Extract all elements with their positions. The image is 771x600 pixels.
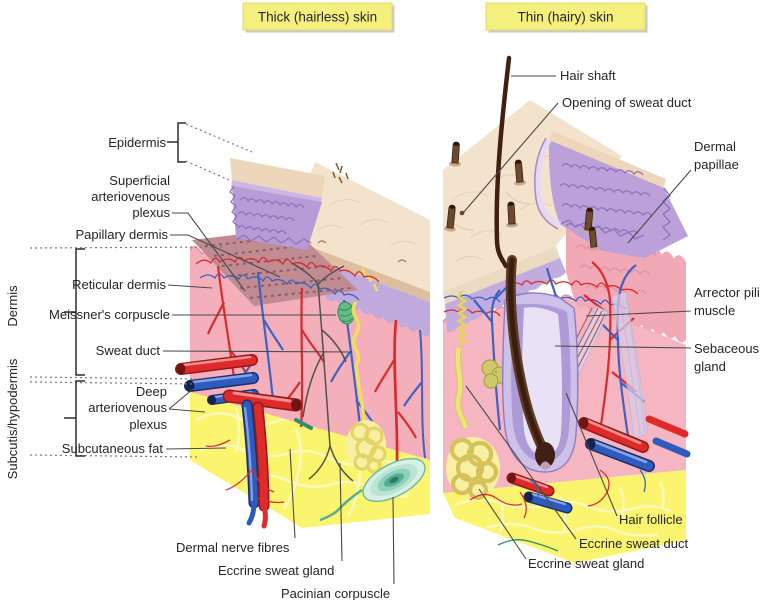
nerve-ending-rod [294, 418, 313, 430]
label-superficial-2: arteriovenous [91, 189, 170, 204]
label-hair-shaft: Hair shaft [560, 68, 616, 83]
epidermis-purple-band-right [445, 258, 566, 333]
fat-vessels-left [205, 439, 285, 504]
leader-deep-plexus [168, 388, 206, 413]
thick-skin-block [175, 158, 431, 529]
label-deep-1: Deep [136, 384, 167, 399]
hair-shaft [494, 55, 512, 269]
label-eccrine-sweat-gland-left: Eccrine sweat gland [218, 563, 334, 578]
leader-lines [162, 75, 692, 585]
eccrine-sweat-gland-left [346, 420, 387, 474]
epidermis-bracket [167, 122, 253, 181]
epidermis-cream-band-right [443, 246, 560, 304]
surface-pore-marks-left [317, 162, 407, 263]
leader-subcutaneous-fat [165, 447, 227, 450]
label-subcutaneous-fat: Subcutaneous fat [62, 441, 164, 456]
label-epidermis: Epidermis [108, 135, 166, 150]
leader-arrector-pili [585, 310, 692, 317]
label-eccrine-sweat-gland-right: Eccrine sweat gland [528, 556, 644, 571]
title-thin-skin-box: Thin (hairy) skin [485, 2, 648, 33]
label-arrector-2: muscle [694, 303, 735, 318]
sweat-duct-left [351, 301, 366, 421]
subcutis-bracket [64, 380, 85, 457]
label-hair-follicle: Hair follicle [619, 512, 683, 527]
papillae-top-texture-left [192, 228, 358, 306]
leader-papillary-dermis [170, 234, 281, 278]
eccrine-sweat-gland-right [446, 437, 500, 501]
label-deep-3: plexus [129, 417, 167, 432]
leader-eccrine-gland-right [478, 488, 527, 560]
label-arrector-1: Arrector pili [694, 285, 760, 300]
label-dermal-papillae-1: Dermal [694, 139, 736, 154]
label-opening-sweat-duct: Opening of sweat duct [562, 95, 692, 110]
label-pacinian-corpuscle: Pacinian corpuscle [281, 586, 390, 600]
leader-sweat-duct [162, 350, 353, 353]
leader-eccrine-gland-left [339, 462, 343, 562]
skin-surface-left [288, 162, 430, 292]
label-deep-2: arteriovenous [88, 400, 167, 415]
label-dermal-papillae-2: papillae [694, 157, 739, 172]
leader-dermal-nerve-fibres [289, 448, 296, 539]
surface-texture-left [317, 199, 417, 247]
leader-eccrine-duct [465, 385, 577, 540]
title-thick-skin: Thick (hairless) skin [258, 10, 377, 25]
hair-stubs [443, 141, 600, 251]
label-reticular-dermis: Reticular dermis [72, 277, 166, 292]
leader-pacinian [392, 496, 395, 585]
label-meissners-corpuscle: Meissner's corpuscle [49, 307, 170, 322]
fat-vessels-right [469, 469, 646, 552]
label-superficial-3: plexus [132, 205, 170, 220]
thin-skin-block [442, 55, 691, 563]
peeled-epidermis-flap-right [533, 131, 688, 258]
deep-plexus-right [506, 415, 691, 514]
leader-sebaceous [554, 345, 692, 349]
label-dermal-nerve-fibres: Dermal nerve fibres [176, 540, 290, 555]
hair-follicle [501, 255, 579, 473]
leader-reticular-dermis [167, 284, 213, 289]
dermis-bracket [64, 248, 85, 376]
pacinian-tail [319, 488, 363, 522]
pacinian-corpuscle [362, 457, 426, 503]
label-subcutis-vertical: Subcutis/hypodermis [5, 358, 20, 479]
leader-dermal-papillae [627, 169, 692, 244]
label-papillary-dermis: Papillary dermis [76, 227, 169, 242]
epidermis-dotted-bottom [185, 160, 230, 181]
label-sweat-duct: Sweat duct [96, 343, 161, 358]
label-dermis-vertical: Dermis [5, 285, 20, 327]
title-thin-skin: Thin (hairy) skin [517, 10, 613, 25]
leader-opening-sweat-duct [462, 102, 559, 214]
epidermis-tan-band-left [291, 240, 430, 302]
title-thick-skin-box: Thick (hairless) skin [242, 2, 395, 33]
label-superficial-1: Superficial [109, 173, 170, 188]
peeled-epidermis-flap-left [229, 158, 325, 250]
epidermis-dotted-top [185, 123, 253, 153]
superficial-plexus-left [195, 256, 380, 301]
label-sebaceous-2: gland [694, 359, 726, 374]
leader-superficial-plexus [172, 212, 246, 292]
leader-hair-follicle [565, 392, 618, 517]
sweat-pore-opening [459, 210, 465, 216]
dermis-subcutis-dotted-line [29, 376, 197, 385]
label-sebaceous-1: Sebaceous [694, 341, 760, 356]
dermis-top-dotted-line [29, 246, 223, 249]
papillae-dash-rows-left [204, 237, 353, 299]
eccrine-sweat-duct-right [454, 290, 470, 430]
deep-plexus-left [175, 354, 303, 529]
label-eccrine-sweat-duct: Eccrine sweat duct [579, 536, 688, 551]
